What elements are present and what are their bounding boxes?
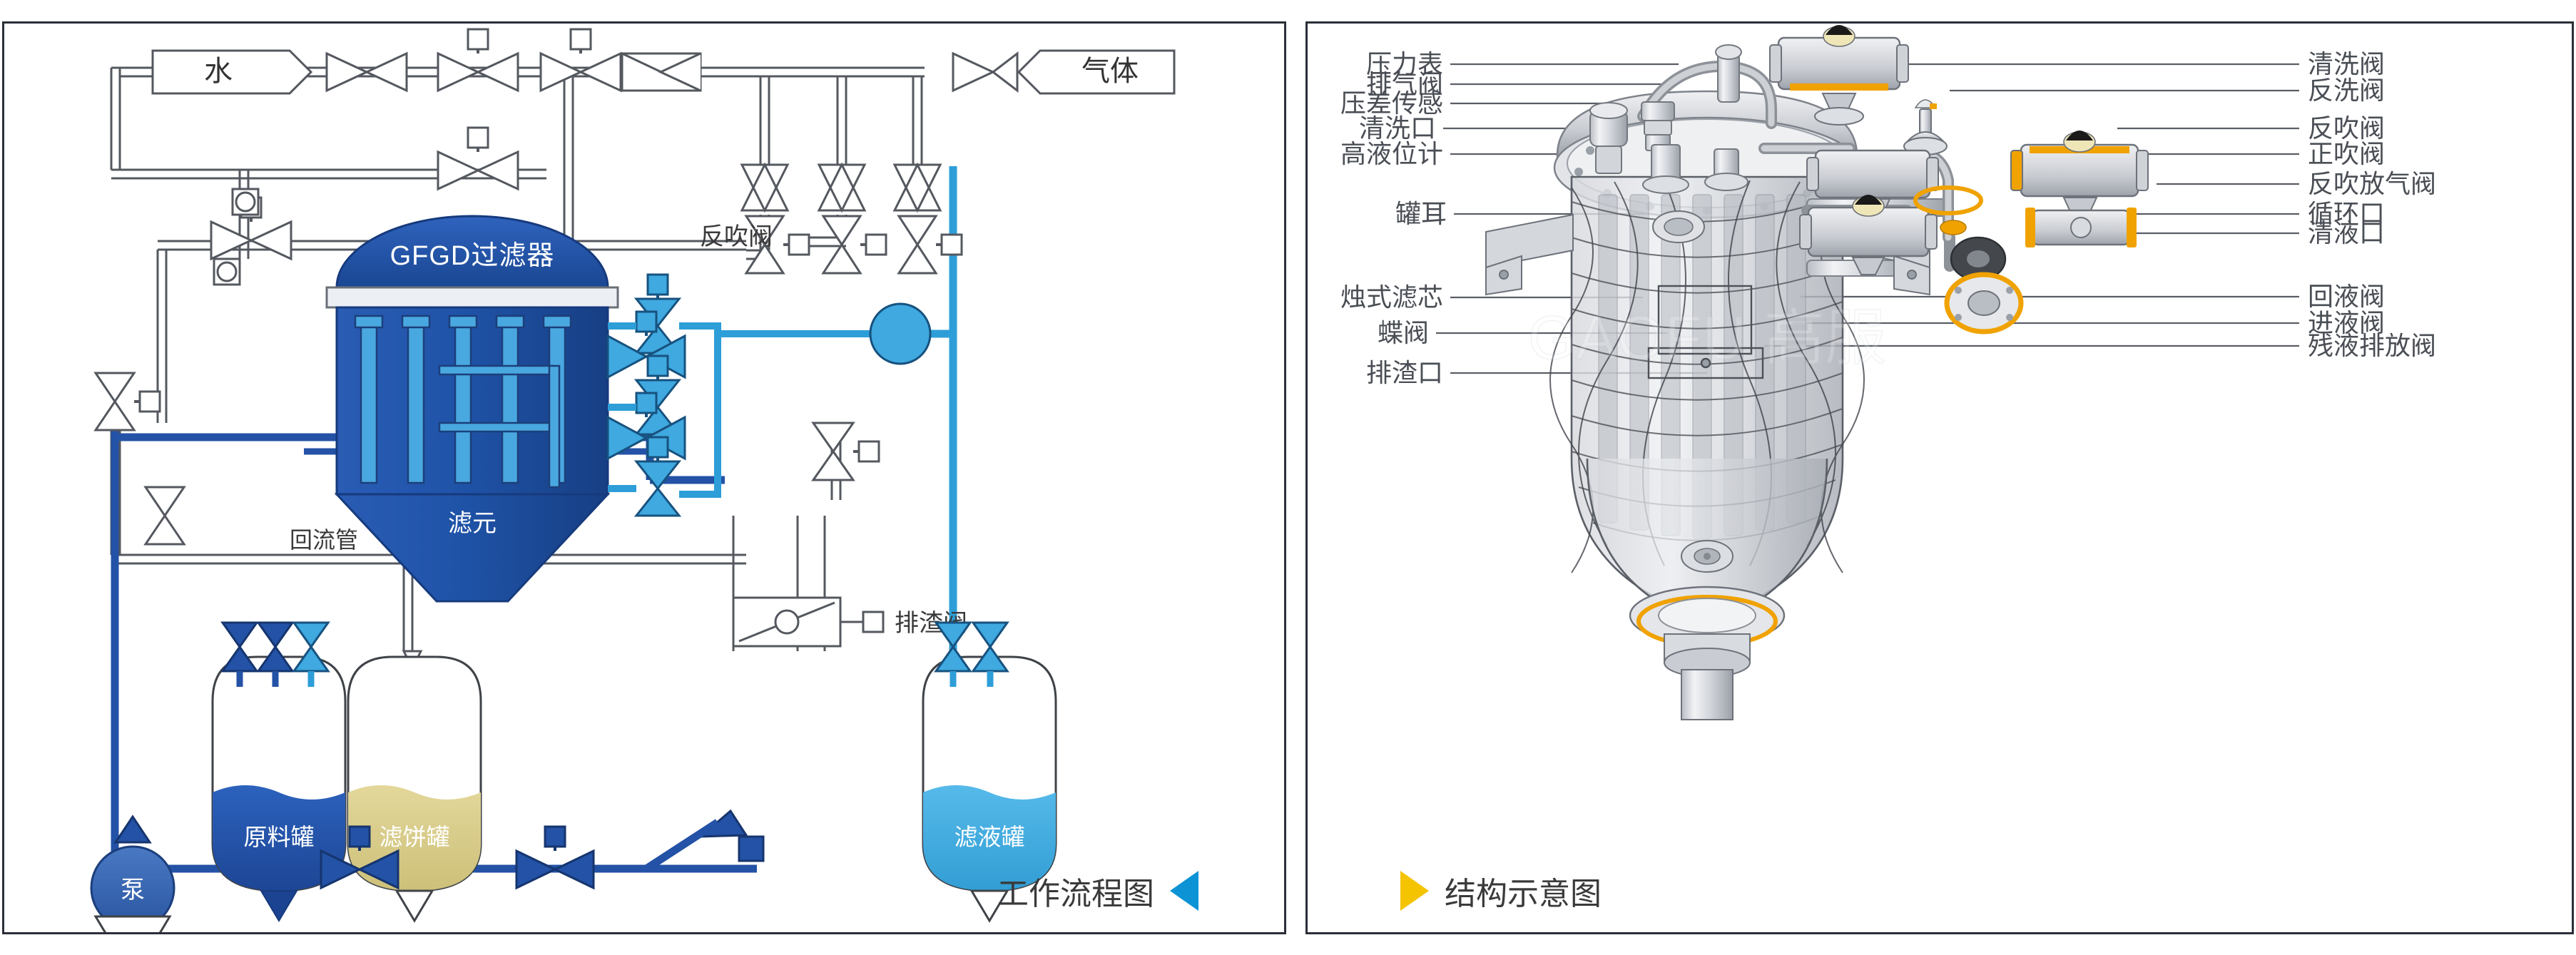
filtrate-tank: 滤液罐 (922, 655, 1057, 923)
gfgd-filter-vessel: GFGD过滤器 滤元 (325, 215, 619, 603)
left-panel-caption: 工作流程图 (997, 868, 1198, 914)
utility-valves[interactable] (93, 28, 1019, 671)
pressure-gauge-3d (1715, 44, 1742, 103)
circulation-port-3d (1950, 236, 2007, 282)
backflush-valve-bank[interactable] (606, 273, 932, 517)
label-butterfly-valve: 蝶阀 (1378, 318, 1429, 347)
water-source-tag: 水 (151, 49, 313, 95)
label-backblow-valve: 反吹阀 (2308, 113, 2385, 143)
cake-tank: 滤饼罐 (347, 655, 482, 923)
structure-diagram-svg: GAOFU 高服 压力表 排气阀 压差传感 清洗口 高液位计 罐耳 烛式滤芯 蝶… (1340, 25, 2436, 720)
label-inlet-valve: 进液阀 (2308, 308, 2385, 337)
svg-text:GAOFU 高服: GAOFU 高服 (1528, 304, 1886, 372)
filter-element-label: 滤元 (448, 510, 497, 537)
label-wash-valve: 清洗阀 (2308, 49, 2385, 78)
tank-top-valves[interactable] (220, 621, 1009, 687)
label-tank-lug: 罐耳 (1395, 199, 1447, 228)
flow-diagram-svg: 水 气体 (90, 28, 1176, 932)
cake-tank-label: 滤饼罐 (380, 824, 450, 850)
discharge-line-valves[interactable] (320, 809, 765, 890)
return-pipe-label: 回流管 (290, 527, 358, 553)
gas-source-label: 气体 (1081, 56, 1139, 87)
shell-manway (1652, 210, 1705, 243)
wash-port-3d (1642, 144, 1689, 194)
label-circulation-port: 循环口 (2308, 199, 2385, 228)
label-backwash-valve: 反洗阀 (2308, 76, 2385, 105)
vessel-dome (335, 215, 609, 289)
wash-valve-actuator (1769, 25, 1909, 126)
triangle-right-icon[interactable] (1400, 871, 1429, 911)
label-slag-outlet: 排渣口 (1366, 358, 1443, 387)
vent-valve-3d (1641, 101, 1675, 151)
lower-valve-actuator (1799, 195, 1938, 275)
structure-labels-right: 清洗阀 反洗阀 反吹阀 正吹阀 反吹放气阀 循环口 清液口 回液阀 进液阀 残液… (2308, 49, 2436, 360)
label-dp-sensor: 压差传感 (1340, 88, 1443, 118)
water-source-label: 水 (204, 56, 233, 87)
flow-junction-node (869, 302, 932, 365)
clear-liquid-port-3d (1944, 272, 2024, 334)
vessel-flange (325, 286, 619, 309)
structure-schematic-panel: GAOFU 高服 压力表 排气阀 压差传感 清洗口 高液位计 罐耳 烛式滤芯 蝶… (1305, 21, 2574, 934)
label-backblow-vent-valve: 反吹放气阀 (2308, 169, 2436, 198)
vessel-cone (334, 493, 611, 603)
feed-tank: 原料罐 (211, 655, 347, 922)
triangle-left-icon[interactable] (1170, 871, 1198, 911)
work-flow-caption-text: 工作流程图 (997, 877, 1154, 911)
backwash-valve-3d (1903, 99, 1948, 155)
gas-source-tag: 气体 (1017, 49, 1176, 95)
label-wash-port: 清洗口 (1359, 113, 1436, 143)
slag-discharge-valve[interactable] (732, 596, 885, 648)
filtrate-tank-label: 滤液罐 (954, 824, 1025, 850)
vessel-title: GFGD过滤器 (390, 241, 555, 271)
label-clear-liquid-port: 清液口 (2308, 218, 2385, 247)
butterfly-valve-3d (1681, 540, 1734, 573)
label-forward-blow-valve: 正吹阀 (2308, 139, 2385, 168)
label-return-liquid-valve: 回液阀 (2308, 282, 2385, 311)
small-relief-cap (1940, 220, 1967, 235)
candle-filter-elements (354, 315, 572, 489)
structure-caption-text: 结构示意图 (1445, 877, 1602, 911)
high-level-gauge-3d (1704, 148, 1748, 191)
label-vent-valve: 排气阀 (1366, 69, 1443, 98)
work-flow-diagram-panel: 水 气体 (2, 21, 1286, 934)
centrifugal-pump: 泵 (90, 814, 175, 932)
pneumatic-valve-train (1589, 25, 2149, 334)
slag-outlet-flange (1629, 586, 1786, 720)
internal-bracket (1647, 285, 1764, 379)
label-candle-element: 烛式滤芯 (1340, 282, 1443, 312)
leader-lines-right (1764, 63, 2299, 347)
backblow-vent-valve-3d (2025, 208, 2137, 247)
dp-sensor-3d (1589, 102, 1628, 174)
highlight-ring-flange (1913, 185, 1983, 215)
label-residue-drain-valve: 残液排放阀 (2308, 331, 2436, 360)
label-high-level-gauge: 高液位计 (1340, 139, 1443, 168)
structure-labels-left: 压力表 排气阀 压差传感 清洗口 高液位计 罐耳 烛式滤芯 蝶阀 排渣口 (1340, 49, 1447, 387)
feed-tank-label: 原料罐 (244, 824, 315, 850)
filter-vessel-3d (1485, 90, 1950, 720)
backflush-valve-label: 反吹阀 (700, 223, 773, 250)
pump-label: 泵 (121, 877, 145, 904)
right-panel-caption: 结构示意图 (1400, 868, 1602, 914)
label-pressure-gauge: 压力表 (1366, 49, 1443, 78)
brand-watermark: GAOFU 高服 (1527, 303, 1886, 373)
